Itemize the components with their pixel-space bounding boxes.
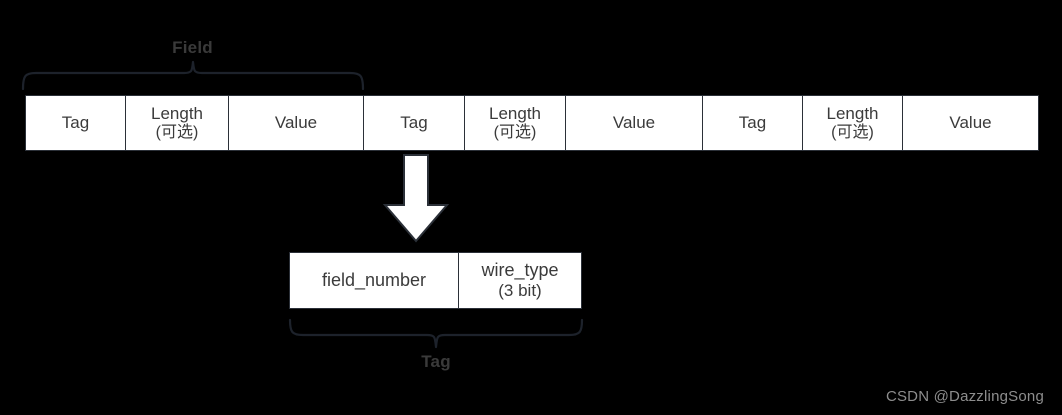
watermark-text: CSDN @DazzlingSong	[885, 388, 1044, 405]
tag-bracket-label: Tag	[421, 352, 451, 371]
tlv-cell-label: Value	[612, 112, 656, 132]
tlv-cell-value-3: Value	[903, 96, 1038, 150]
tlv-cell-label: Value	[949, 112, 992, 132]
tlv-cell-label: Tag	[738, 112, 767, 132]
tlv-cell-label: Length	[826, 103, 879, 123]
field-bracket-label: Field	[172, 38, 213, 57]
tlv-cell-tag-3: Tag	[703, 96, 803, 150]
tag-cell-label: field_number	[321, 269, 427, 290]
tlv-wire-format-row: Tag Length (可选) Value Tag Length (可选) Va…	[25, 95, 1039, 151]
tlv-cell-length-3: Length (可选)	[803, 96, 903, 150]
tlv-cell-label: Tag	[61, 112, 90, 132]
tlv-cell-tag-1: Tag	[26, 96, 126, 150]
tag-bracket-icon	[288, 318, 584, 349]
tlv-cell-length-1: Length (可选)	[126, 96, 229, 150]
tag-cell-wire-type: wire_type (3 bit)	[459, 253, 581, 308]
tlv-cell-sublabel: (可选)	[831, 123, 874, 141]
tlv-cell-sublabel: (可选)	[493, 123, 537, 141]
down-arrow-icon	[382, 154, 450, 243]
tlv-cell-sublabel: (可选)	[155, 123, 199, 141]
tlv-cell-label: Length	[151, 103, 203, 123]
tlv-cell-length-2: Length (可选)	[465, 96, 566, 150]
tag-detail-row: field_number wire_type (3 bit)	[289, 252, 582, 309]
tag-cell-field-number: field_number	[290, 253, 459, 308]
tlv-cell-value-1: Value	[229, 96, 364, 150]
tlv-cell-label: Tag	[400, 112, 428, 132]
tag-cell-label: wire_type	[481, 259, 559, 280]
tlv-cell-tag-2: Tag	[364, 96, 465, 150]
tlv-cell-value-2: Value	[566, 96, 703, 150]
tlv-cell-label: Value	[274, 112, 318, 132]
tlv-cell-label: Length	[489, 103, 541, 123]
tag-cell-sublabel: (3 bit)	[498, 281, 542, 301]
field-bracket-icon	[21, 60, 365, 90]
